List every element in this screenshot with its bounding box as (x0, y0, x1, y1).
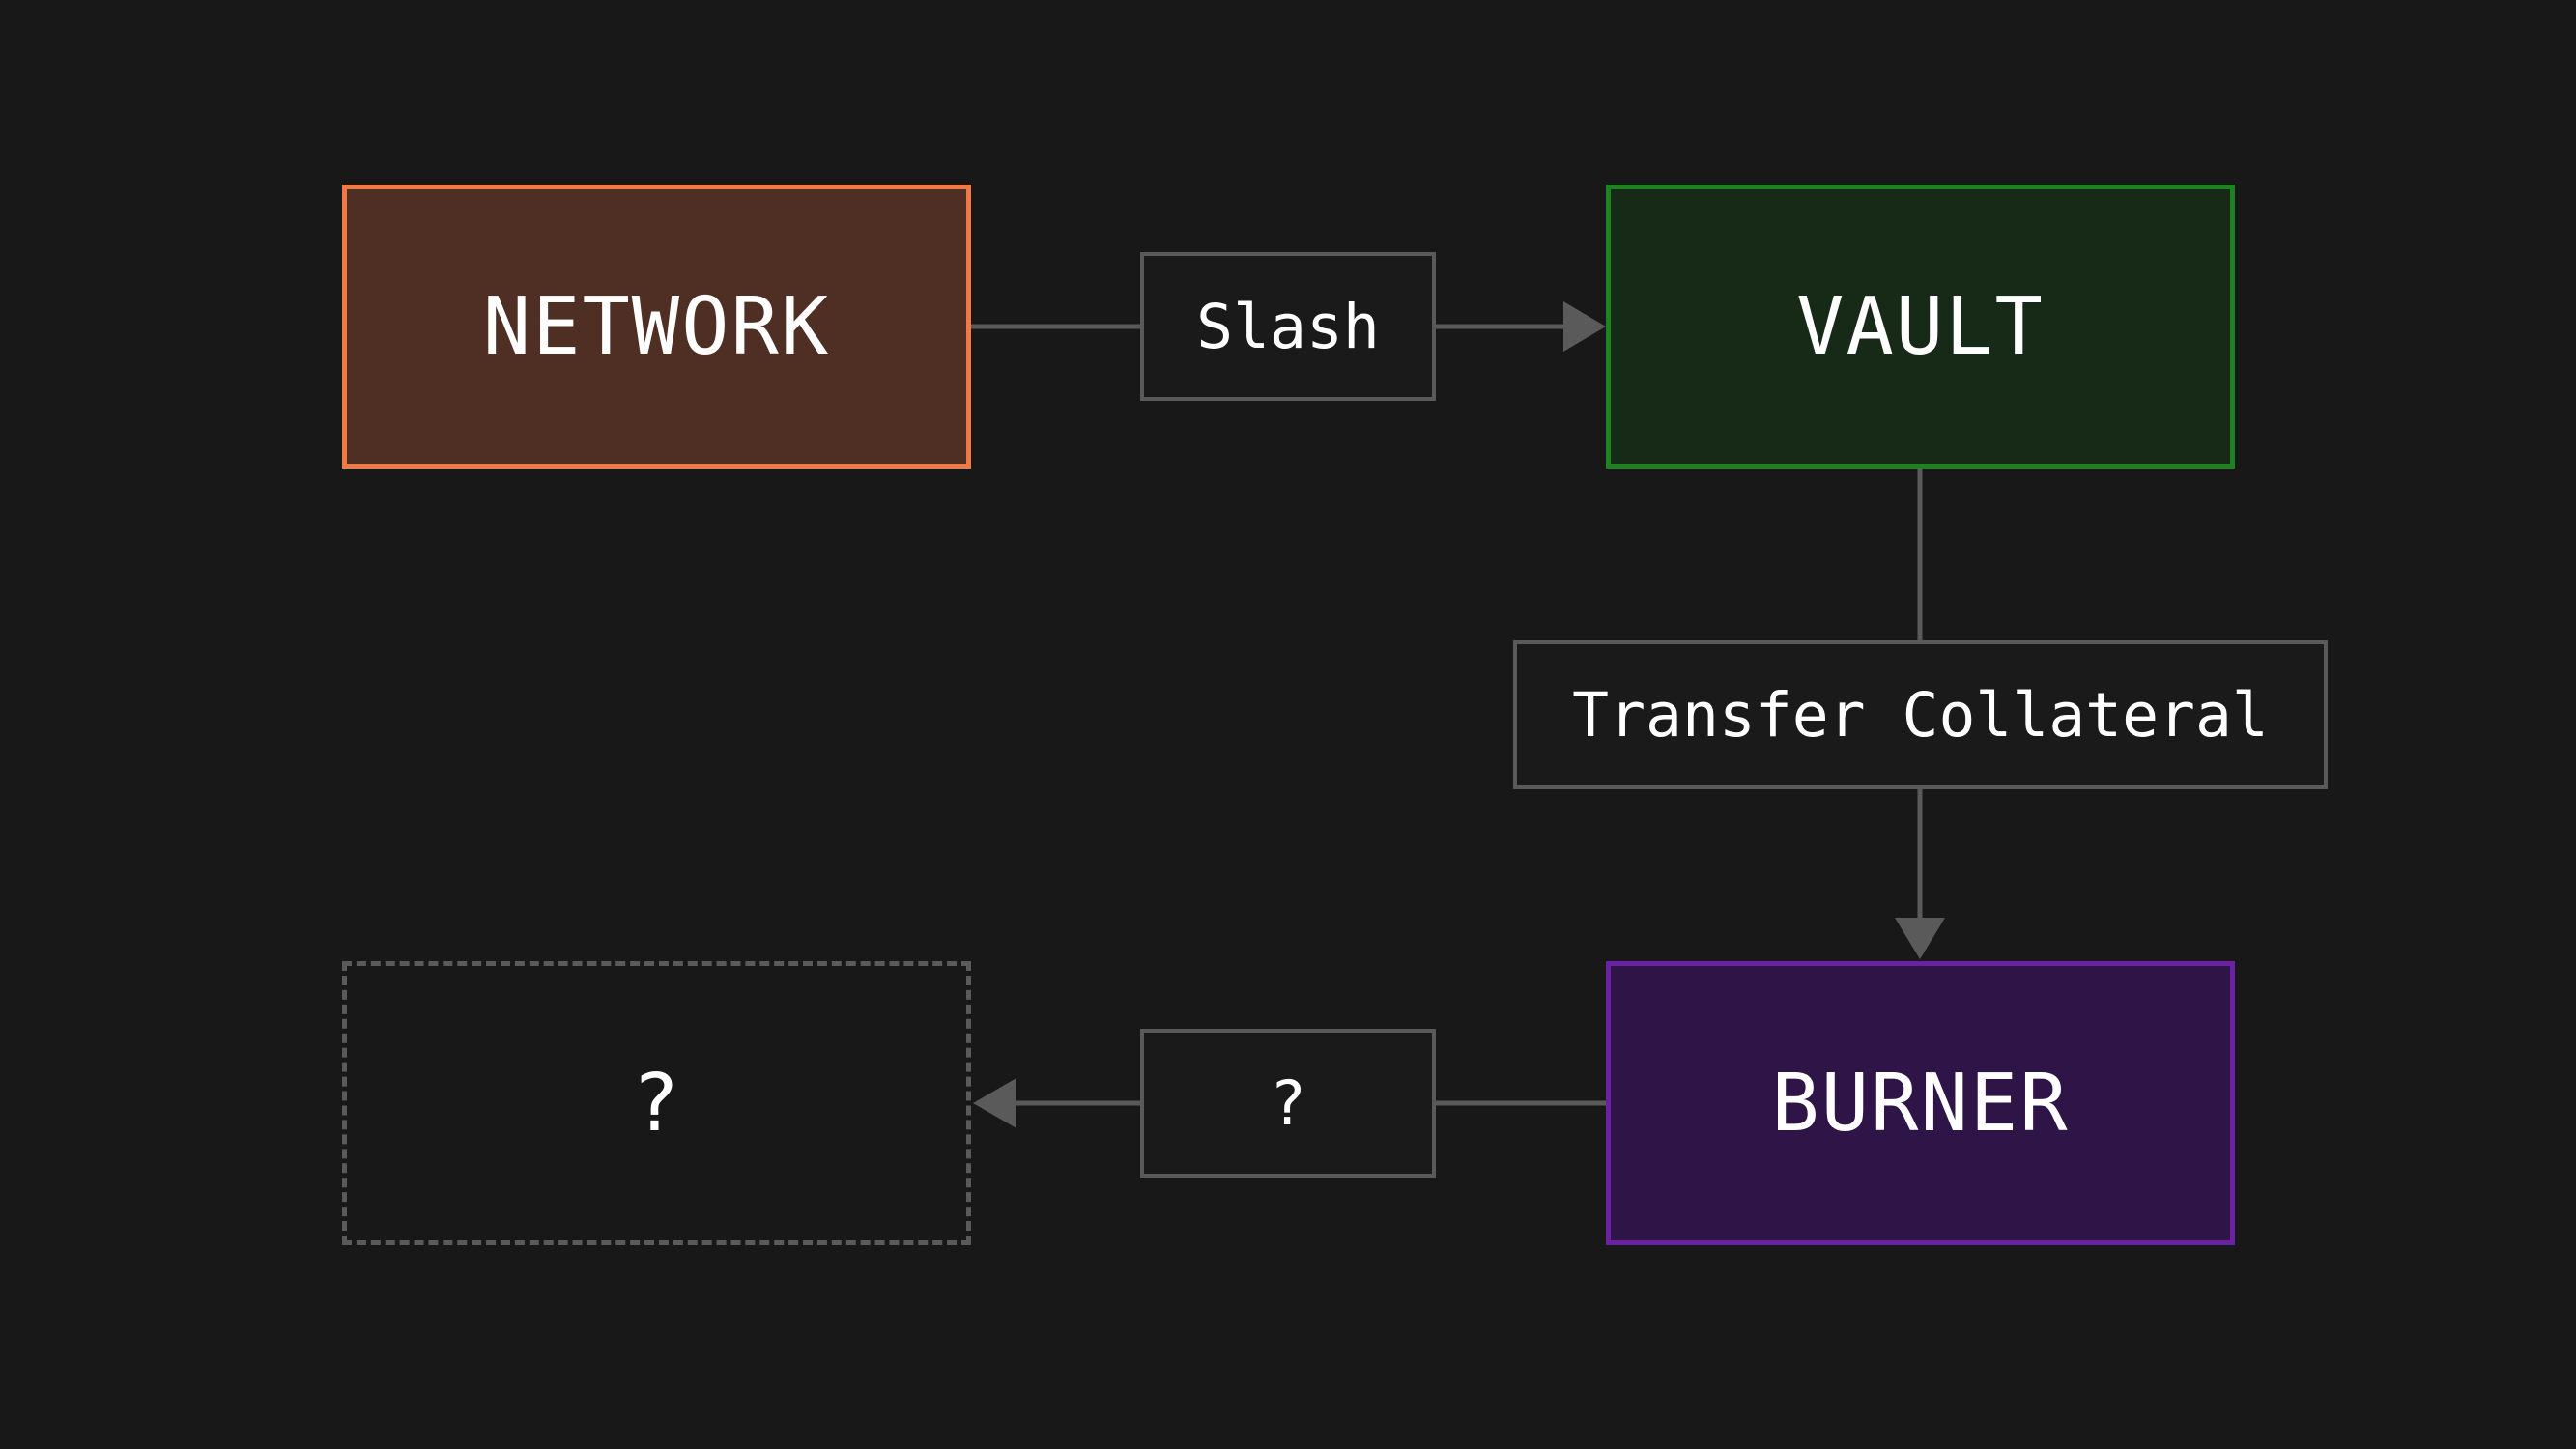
network-node: NETWORK (342, 185, 971, 469)
vault-node-label: VAULT (1796, 280, 2045, 373)
unknown-destination-node-label: ? (631, 1057, 682, 1150)
arrowhead-into-vault (1563, 301, 1606, 352)
unknown-edge-label: ? (1140, 1029, 1436, 1178)
unknown-destination-node: ? (342, 961, 971, 1245)
arrowhead-into-burner (1895, 918, 1945, 959)
burner-node: BURNER (1606, 961, 2235, 1245)
arrowhead-into-unknown-node (973, 1078, 1016, 1128)
slash-edge-label-text: Slash (1196, 291, 1380, 362)
vault-node: VAULT (1606, 185, 2235, 469)
network-node-label: NETWORK (482, 280, 831, 373)
transfer-collateral-edge-label-text: Transfer Collateral (1572, 679, 2269, 751)
slash-edge-label: Slash (1140, 252, 1436, 401)
burner-node-label: BURNER (1771, 1057, 2070, 1150)
transfer-collateral-edge-label: Transfer Collateral (1513, 640, 2328, 789)
unknown-edge-label-text: ? (1270, 1067, 1306, 1139)
